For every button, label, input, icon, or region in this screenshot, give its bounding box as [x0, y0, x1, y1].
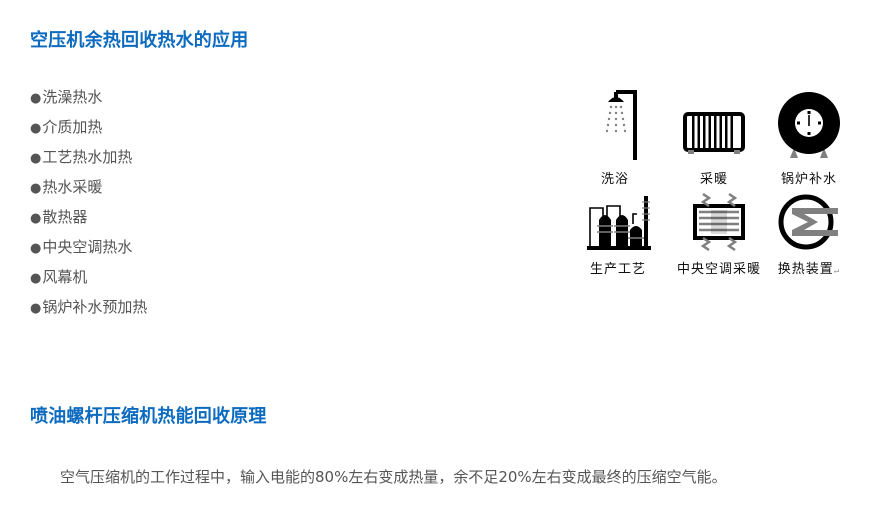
- icon-label: 生产工艺: [589, 262, 646, 277]
- bullet-icon: ●: [30, 271, 42, 286]
- bullet-icon: ●: [30, 151, 42, 166]
- list-item: ●风幕机: [30, 268, 88, 286]
- icon-label: 换热装置↵: [777, 262, 841, 277]
- bullet-icon: ●: [30, 121, 42, 136]
- icon-tile-factory: 生产工艺: [573, 192, 663, 277]
- shower-icon: [605, 90, 637, 160]
- return-mark-icon: ↵: [833, 266, 841, 276]
- list-item: ●锅炉补水预加热: [30, 298, 148, 316]
- bullet-icon: ●: [30, 211, 42, 226]
- list-item: ●中央空调热水: [30, 238, 133, 256]
- list-item: ●洗澡热水: [30, 88, 103, 106]
- icon-tile-hvac: 中央空调采暖: [674, 192, 764, 277]
- icon-tile-heat-exchanger: 换热装置↵: [764, 192, 854, 277]
- bullet-icon: ●: [30, 91, 42, 106]
- applications-list: ●洗澡热水 ●介质加热 ●工艺热水加热 ●热水采暖 ●散热器 ●中央空调热水 ●…: [30, 86, 147, 326]
- icon-label: 洗浴: [600, 172, 629, 187]
- icon-label: 锅炉补水: [780, 172, 837, 187]
- heat-exchanger-icon: [778, 194, 838, 250]
- factory-icon: [587, 196, 651, 250]
- icon-tile-boiler: 锅炉补水: [764, 88, 854, 187]
- radiator-icon: [683, 112, 745, 154]
- icon-tile-shower: 洗浴: [570, 88, 660, 187]
- list-item: ●介质加热: [30, 118, 103, 136]
- principle-paragraph: 空气压缩机的工作过程中，输入电能的80%左右变成热量，余不足20%左右变成最终的…: [60, 468, 727, 486]
- list-item: ●工艺热水加热: [30, 148, 133, 166]
- hvac-coil-icon: [693, 192, 745, 252]
- icon-label: 中央空调采暖: [676, 262, 761, 277]
- icon-tile-radiator: 采暖: [669, 88, 759, 187]
- bullet-icon: ●: [30, 301, 42, 316]
- bullet-icon: ●: [30, 181, 42, 196]
- icon-label: 采暖: [699, 172, 728, 187]
- section-title-principle: 喷油螺杆压缩机热能回收原理: [30, 406, 267, 427]
- bullet-icon: ●: [30, 241, 42, 256]
- list-item: ●散热器: [30, 208, 88, 226]
- boiler-icon: [778, 92, 840, 158]
- list-item: ●热水采暖: [30, 178, 103, 196]
- section-title-applications: 空压机余热回收热水的应用: [30, 30, 249, 51]
